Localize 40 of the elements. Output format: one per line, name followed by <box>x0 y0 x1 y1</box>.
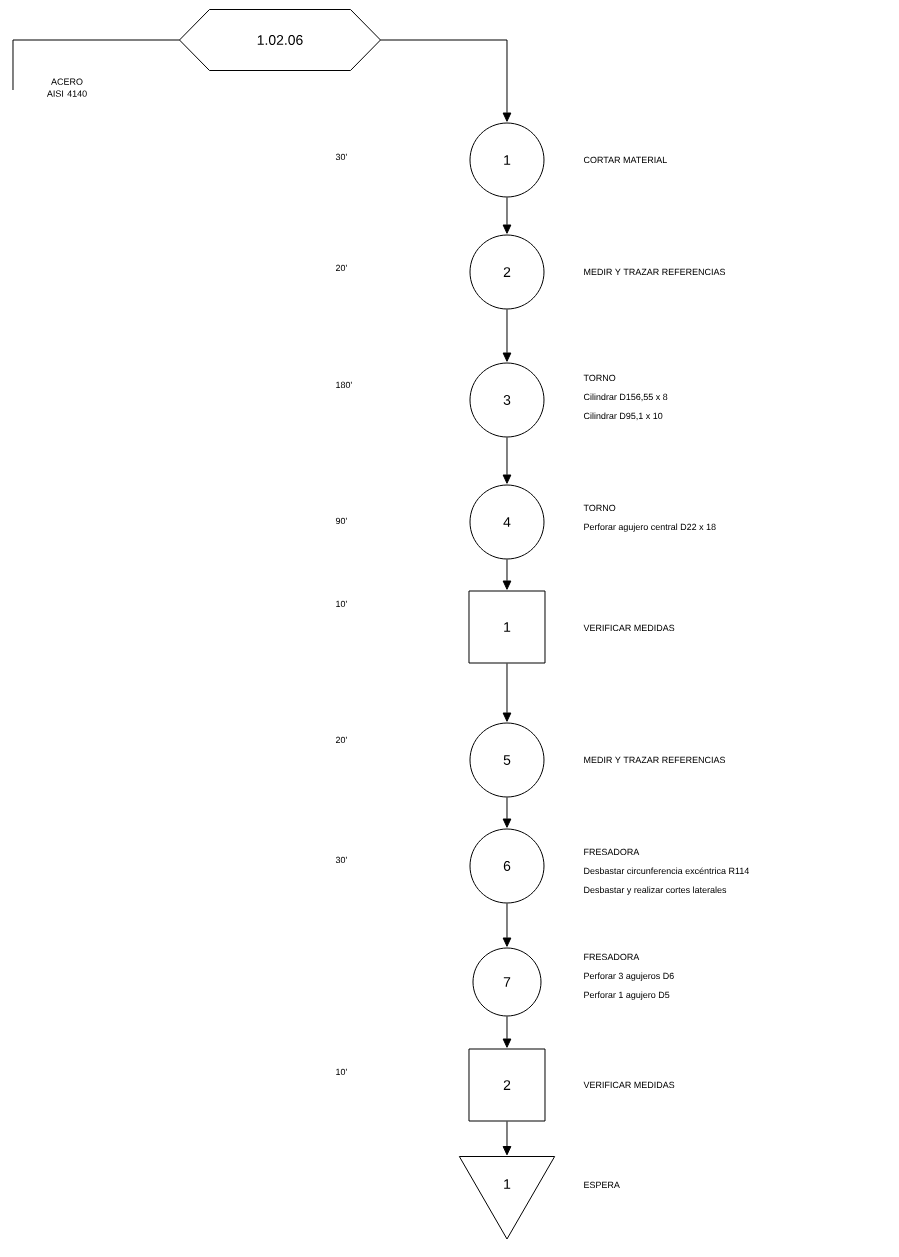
operation-description: CORTAR MATERIAL <box>583 156 667 164</box>
arrow <box>502 663 512 722</box>
inspection-square: 2 <box>468 1048 546 1122</box>
operation-description: FRESADORA <box>584 848 640 856</box>
operation-description: TORNO <box>583 374 616 382</box>
operation-description: TORNO <box>583 504 616 512</box>
operation-description: MEDIR Y TRAZAR REFERENCIAS <box>584 268 726 276</box>
arrow <box>502 437 512 484</box>
operation-description: Cilindrar D95,1 x 10 <box>583 412 663 421</box>
arrow <box>502 309 512 362</box>
duration-label: 20' <box>335 264 347 272</box>
part-hexagon: 1.02.06 <box>179 9 381 71</box>
duration-label: 20' <box>335 736 347 744</box>
duration-label: 180' <box>336 381 352 389</box>
arrow <box>502 1121 512 1156</box>
arrow <box>380 39 512 122</box>
operation-description: Cilindrar D156,55 x 8 <box>583 393 668 402</box>
arrow <box>502 797 512 828</box>
operation-description: VERIFICAR MEDIDAS <box>583 1081 675 1089</box>
operation-description: MEDIR Y TRAZAR REFERENCIAS <box>584 756 726 764</box>
operation-description: Perforar agujero central D22 x 18 <box>584 523 716 532</box>
arrow <box>502 559 512 590</box>
operation-description: ESPERA <box>584 1181 620 1189</box>
operation-description: Desbastar circunferencia excéntrica R114 <box>584 867 749 875</box>
material-label: ACERO AISI 4140 <box>46 78 87 97</box>
duration-label: 30' <box>335 856 347 864</box>
duration-label: 10' <box>336 600 347 608</box>
inspection-square: 1 <box>468 590 546 664</box>
arrow <box>502 1016 512 1048</box>
storage-triangle: 1 <box>458 1156 556 1240</box>
operation-description: Desbastar y realizar cortes laterales <box>584 886 727 895</box>
operation-description: Perforar 3 agujeros D6 <box>584 972 674 981</box>
operation-description: VERIFICAR MEDIDAS <box>583 624 675 632</box>
duration-label: 30' <box>335 153 347 161</box>
operation-description: Perforar 1 agujero D5 <box>584 991 670 1000</box>
duration-label: 10' <box>336 1068 347 1076</box>
arrow <box>502 197 512 234</box>
arrow <box>502 903 512 947</box>
duration-label: 90' <box>335 517 347 525</box>
operation-description: FRESADORA <box>584 953 640 961</box>
